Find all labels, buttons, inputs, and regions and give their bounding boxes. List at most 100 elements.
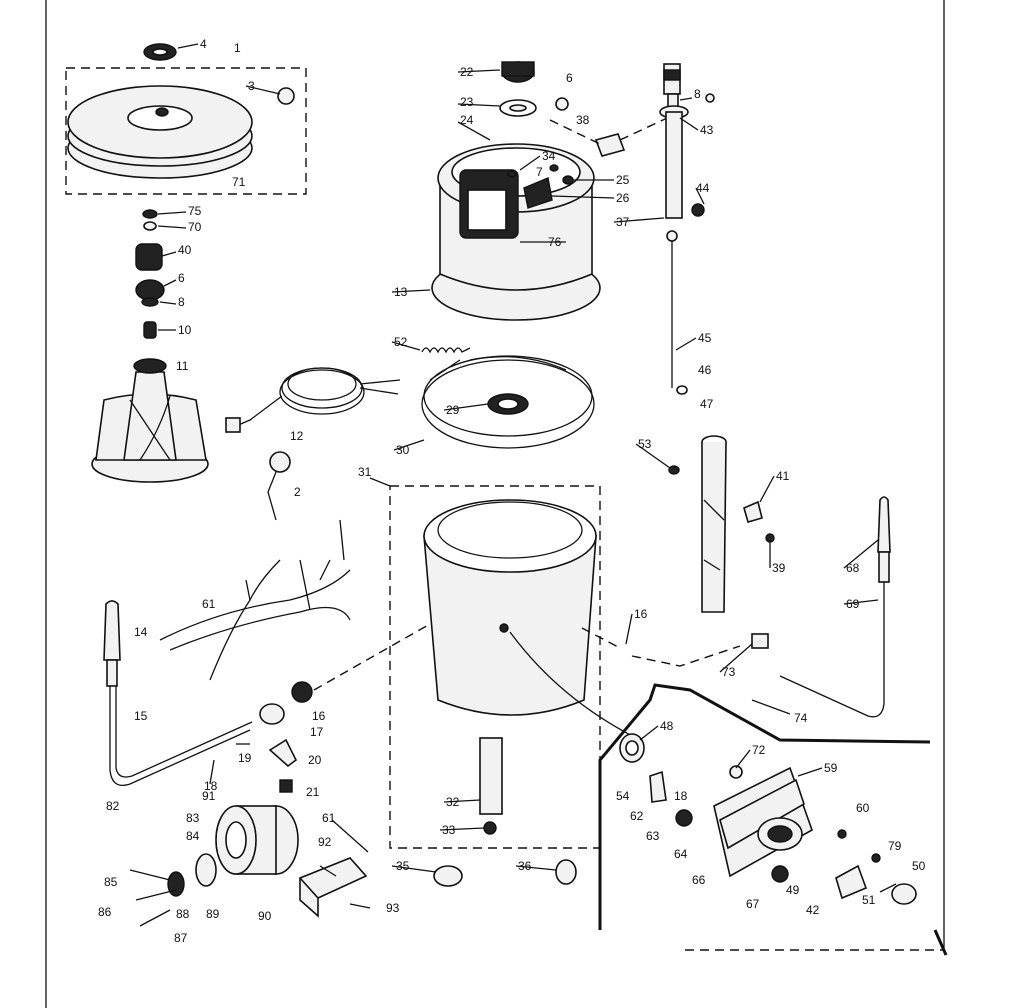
label-part-26: 26 bbox=[616, 191, 630, 205]
pump-assembly bbox=[619, 733, 917, 905]
balance-ring bbox=[421, 355, 595, 449]
label-part-36: 36 bbox=[518, 859, 532, 873]
leveling-foot-35 bbox=[433, 865, 463, 887]
label-part-1: 1 bbox=[234, 41, 241, 55]
label-part-86: 86 bbox=[98, 905, 112, 919]
label-part-31: 31 bbox=[358, 465, 372, 479]
bracket-38 bbox=[594, 133, 626, 157]
label-part-6b: 6 bbox=[566, 71, 573, 85]
coupling-parts bbox=[209, 681, 313, 793]
label-part-74: 74 bbox=[794, 711, 808, 725]
label-part-54: 54 bbox=[616, 789, 630, 803]
label-part-88: 88 bbox=[176, 907, 190, 921]
label-part-19: 19 bbox=[238, 751, 252, 765]
leader-lines bbox=[157, 43, 879, 873]
label-part-91: 91 bbox=[202, 789, 216, 803]
label-part-92: 92 bbox=[318, 835, 332, 849]
label-part-20: 20 bbox=[308, 753, 322, 767]
label-part-61b: 61 bbox=[322, 811, 336, 825]
label-part-8b: 8 bbox=[694, 87, 701, 101]
label-part-25: 25 bbox=[616, 173, 630, 187]
label-part-35: 35 bbox=[396, 859, 410, 873]
tub-assembly bbox=[389, 485, 601, 849]
label-part-44: 44 bbox=[696, 181, 710, 195]
label-part-66: 66 bbox=[692, 873, 706, 887]
tub-dash-line-left bbox=[313, 623, 431, 691]
label-part-53: 53 bbox=[638, 437, 652, 451]
label-part-76: 76 bbox=[548, 235, 562, 249]
agitator bbox=[91, 358, 209, 483]
bottom-right-bar bbox=[933, 929, 948, 956]
label-part-16b: 16 bbox=[634, 607, 648, 621]
label-part-47: 47 bbox=[700, 397, 714, 411]
label-part-42: 42 bbox=[806, 903, 820, 917]
label-part-14: 14 bbox=[134, 625, 148, 639]
label-part-24: 24 bbox=[460, 113, 474, 127]
label-part-75: 75 bbox=[188, 204, 202, 218]
label-part-79: 79 bbox=[888, 839, 902, 853]
label-part-41: 41 bbox=[776, 469, 790, 483]
leveling-foot-36 bbox=[555, 859, 577, 885]
label-part-83a: 83 bbox=[186, 811, 200, 825]
label-part-85: 85 bbox=[104, 875, 118, 889]
label-part-82: 82 bbox=[106, 799, 120, 813]
label-part-10: 10 bbox=[178, 323, 192, 337]
label-part-52: 52 bbox=[394, 335, 408, 349]
rod-45 bbox=[666, 230, 688, 395]
motor-bracket bbox=[298, 857, 368, 918]
label-part-18a: 18 bbox=[204, 779, 218, 793]
label-part-64: 64 bbox=[674, 847, 688, 861]
motor-assembly bbox=[129, 805, 299, 927]
left-drain-hose bbox=[103, 600, 253, 787]
bracket-bolts bbox=[319, 819, 371, 909]
label-part-3: 3 bbox=[248, 79, 255, 93]
label-part-49: 49 bbox=[786, 883, 800, 897]
label-part-29: 29 bbox=[446, 403, 460, 417]
wiring-harness bbox=[159, 519, 351, 681]
label-part-87: 87 bbox=[174, 931, 188, 945]
shaft-hardware bbox=[135, 209, 165, 339]
bracket-dash-line bbox=[549, 111, 681, 145]
label-part-39: 39 bbox=[772, 561, 786, 575]
mounting-bracket-47 bbox=[668, 435, 775, 613]
spin-shaft bbox=[659, 63, 715, 219]
label-part-90: 90 bbox=[258, 909, 272, 923]
label-part-4: 4 bbox=[200, 37, 207, 51]
label-part-43: 43 bbox=[700, 123, 714, 137]
label-part-68: 68 bbox=[846, 561, 860, 575]
power-cord bbox=[225, 367, 401, 433]
label-part-17: 17 bbox=[310, 725, 324, 739]
pump-hose bbox=[509, 631, 641, 741]
label-part-69: 69 bbox=[846, 597, 860, 611]
label-part-72: 72 bbox=[752, 743, 766, 757]
label-part-6a: 6 bbox=[178, 271, 185, 285]
label-part-50: 50 bbox=[912, 859, 926, 873]
label-part-18b: 18 bbox=[674, 789, 688, 803]
pulley-assembly bbox=[65, 43, 307, 195]
label-part-2: 2 bbox=[294, 485, 301, 499]
label-part-73: 73 bbox=[722, 665, 736, 679]
label-part-51: 51 bbox=[862, 893, 876, 907]
right-drain-hose bbox=[751, 496, 891, 718]
label-part-37: 37 bbox=[616, 215, 630, 229]
label-part-11: 11 bbox=[176, 359, 189, 373]
label-part-7: 7 bbox=[536, 165, 543, 179]
label-part-59: 59 bbox=[824, 761, 838, 775]
label-part-61a: 61 bbox=[202, 597, 216, 611]
tub-dash-line-right bbox=[581, 627, 741, 667]
label-part-67: 67 bbox=[746, 897, 760, 911]
label-part-38: 38 bbox=[576, 113, 590, 127]
label-part-62: 62 bbox=[630, 809, 644, 823]
label-part-15: 15 bbox=[134, 709, 148, 723]
label-part-21: 21 bbox=[306, 785, 320, 799]
tub-cover bbox=[431, 143, 601, 321]
label-part-16a: 16 bbox=[312, 709, 326, 723]
label-part-40: 40 bbox=[178, 243, 192, 257]
label-part-93: 93 bbox=[386, 901, 400, 915]
cord-clip-wire bbox=[267, 471, 277, 521]
label-part-8a: 8 bbox=[178, 295, 185, 309]
label-part-34: 34 bbox=[542, 149, 556, 163]
spring-52 bbox=[421, 347, 471, 354]
label-part-84: 84 bbox=[186, 829, 200, 843]
